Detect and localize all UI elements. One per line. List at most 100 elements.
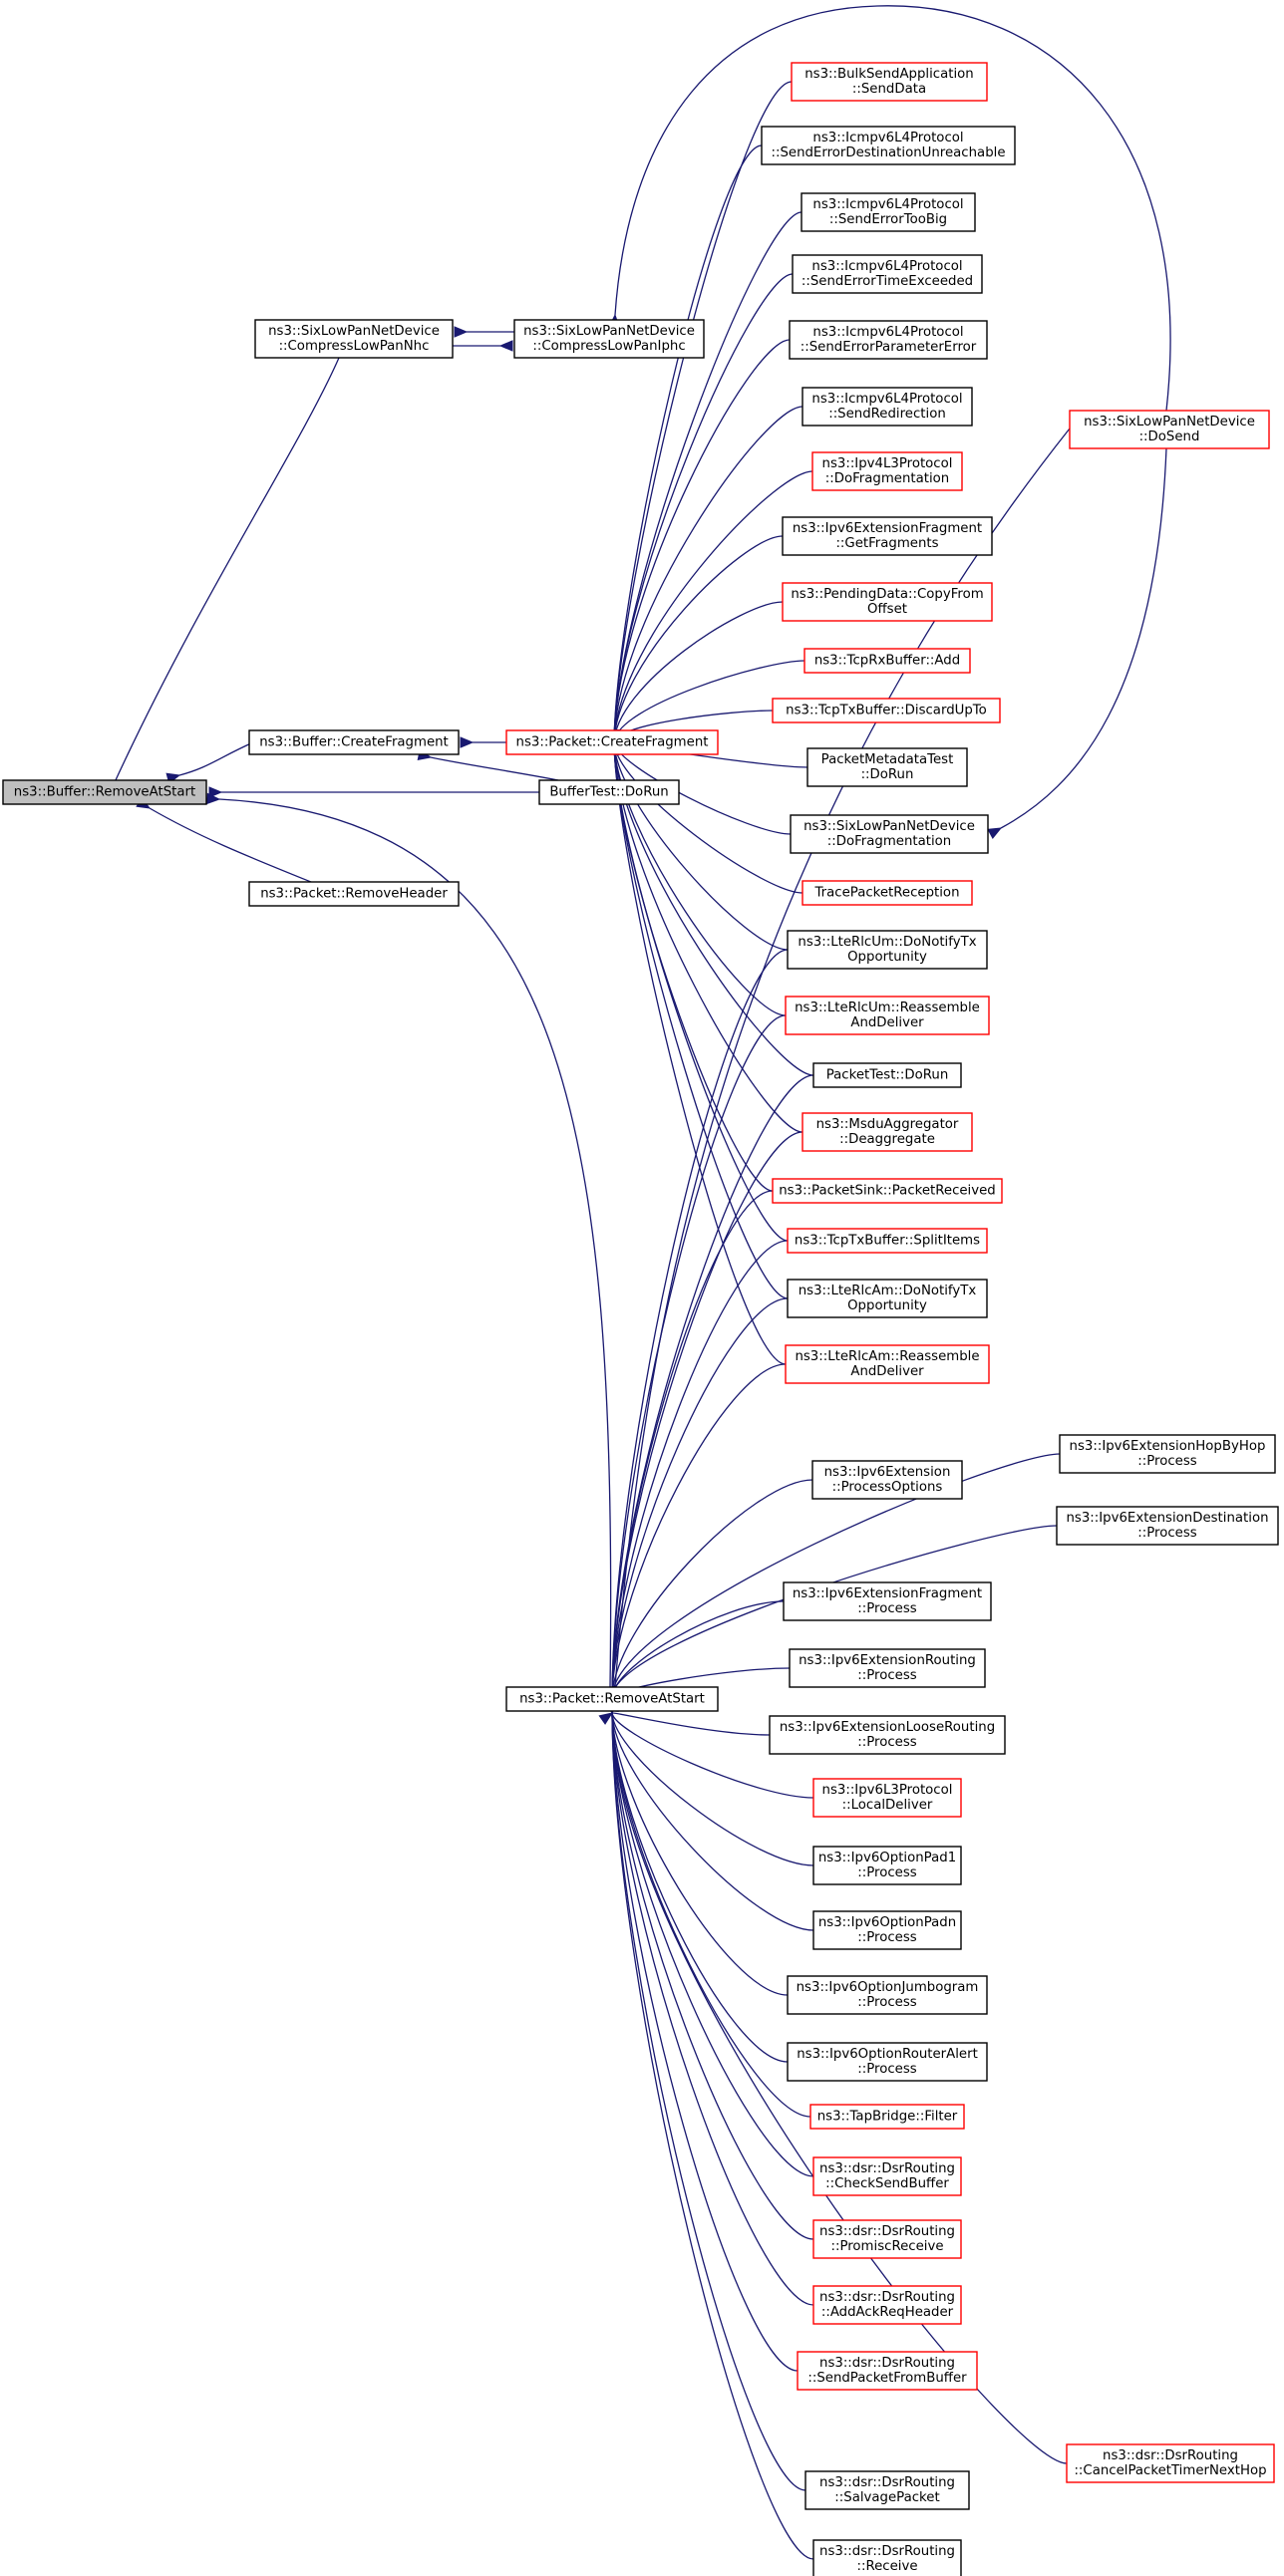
node-label: ns3::dsr::DsrRouting xyxy=(1103,2448,1238,2463)
node-box xyxy=(812,1846,962,1885)
node-buf-createfragment[interactable]: ns3::Buffer::CreateFragment xyxy=(248,729,460,755)
node-jumbo[interactable]: ns3::Ipv6OptionJumbogram::Process xyxy=(787,1975,988,2015)
node-tcprx-add[interactable]: ns3::TcpRxBuffer::Add xyxy=(803,648,971,674)
node-tapbridge[interactable]: ns3::TapBridge::Filter xyxy=(809,2104,965,2130)
node-icmp-toobig[interactable]: ns3::Icmpv6L4Protocol::SendErrorTooBig xyxy=(801,192,976,232)
node-routeralert[interactable]: ns3::Ipv6OptionRouterAlert::Process xyxy=(787,2042,988,2082)
node-label: ::SendErrorParameterError xyxy=(801,340,977,355)
node-dsr-addack[interactable]: ns3::dsr::DsrRouting::AddAckReqHeader xyxy=(812,2285,962,2325)
node-ipv6ext-hopbyhop[interactable]: ns3::Ipv6ExtensionHopByHop::Process xyxy=(1059,1434,1276,1474)
node-ipv6extrouting-proc[interactable]: ns3::Ipv6ExtensionRouting::Process xyxy=(789,1648,986,1688)
node-label: ns3::SixLowPanNetDevice xyxy=(268,324,440,339)
node-box xyxy=(789,320,988,360)
node-icmp-redir[interactable]: ns3::Icmpv6L4Protocol::SendRedirection xyxy=(802,387,973,427)
node-sixlow-dosend[interactable]: ns3::SixLowPanNetDevice::DoSend xyxy=(1069,410,1270,449)
edge-dsr_promisc-to-pkt-removeatstart xyxy=(612,1713,814,2240)
node-box xyxy=(783,1581,992,1621)
node-label: ns3::Packet::RemoveAtStart xyxy=(519,1692,705,1707)
edge-lterlcam_reasm-to-pkt-removeatstart xyxy=(612,1363,787,1697)
node-label: ::DoFragmentation xyxy=(827,834,951,849)
node-ipv4l3-frag[interactable]: ns3::Ipv4L3Protocol::DoFragmentation xyxy=(811,451,963,491)
edge-sixlow_nhc-to-buf_removeatstart xyxy=(115,357,340,782)
node-pktsink-recv[interactable]: ns3::PacketSink::PacketReceived xyxy=(772,1178,1003,1204)
node-label: ns3::PendingData::CopyFrom xyxy=(791,587,983,602)
node-label: ns3::Ipv4L3Protocol xyxy=(822,456,953,471)
node-box xyxy=(812,1910,962,1950)
node-label: TracePacketReception xyxy=(814,886,960,901)
node-pktmeta-dorun[interactable]: PacketMetadataTest::DoRun xyxy=(806,747,968,787)
node-sixlow-dofrag[interactable]: ns3::SixLowPanNetDevice::DoFragmentation xyxy=(790,814,989,854)
node-dsr-cancel[interactable]: ns3::dsr::DsrRouting::CancelPacketTimerN… xyxy=(1066,2443,1275,2483)
node-label: PacketTest::DoRun xyxy=(826,1068,949,1083)
node-icmp-unreach[interactable]: ns3::Icmpv6L4Protocol::SendErrorDestinat… xyxy=(761,126,1016,165)
edge-ipv6extfrag_proc-to-pkt-removeatstart xyxy=(612,1600,785,1697)
node-box xyxy=(812,1778,962,1818)
node-box xyxy=(802,1112,973,1152)
node-label: ::AddAckReqHeader xyxy=(821,2305,954,2320)
node-pkt-removeatstart[interactable]: ns3::Packet::RemoveAtStart xyxy=(505,1686,719,1712)
node-dsr-salvage[interactable]: ns3::dsr::DsrRouting::SalvagePacket xyxy=(804,2470,970,2510)
node-pkt-createfragment[interactable]: ns3::Packet::CreateFragment xyxy=(505,729,719,755)
node-ipv6ext-procopts[interactable]: ns3::Ipv6Extension::ProcessOptions xyxy=(811,1460,963,1500)
node-label: ns3::BulkSendApplication xyxy=(804,67,974,82)
node-label: ns3::Ipv6ExtensionRouting xyxy=(799,1653,976,1668)
node-box xyxy=(1069,410,1270,449)
node-label: ns3::Buffer::RemoveAtStart xyxy=(14,785,195,800)
node-pkttest-dorun[interactable]: PacketTest::DoRun xyxy=(812,1062,962,1088)
node-label: Opportunity xyxy=(847,950,927,965)
node-label: ns3::SixLowPanNetDevice xyxy=(1084,415,1255,429)
node-ipv6extloose-proc[interactable]: ns3::Ipv6ExtensionLooseRouting::Process xyxy=(769,1715,1006,1755)
node-box xyxy=(772,1178,1003,1204)
node-dsr-sendfrombuf[interactable]: ns3::dsr::DsrRouting::SendPacketFromBuff… xyxy=(797,2351,978,2391)
node-pkt-removeheader[interactable]: ns3::Packet::RemoveHeader xyxy=(248,881,460,907)
node-dsr-promisc[interactable]: ns3::dsr::DsrRouting::PromiscReceive xyxy=(812,2219,962,2259)
edge-sixlow-dosend-to-pkt-removeatstart xyxy=(614,428,1071,1699)
node-tcptx-discard[interactable]: ns3::TcpTxBuffer::DiscardUpTo xyxy=(772,698,1001,723)
node-label: ::SendData xyxy=(852,82,926,97)
node-box xyxy=(505,729,719,755)
node-label: BufferTest::DoRun xyxy=(549,785,668,800)
node-icmp-param[interactable]: ns3::Icmpv6L4Protocol::SendErrorParamete… xyxy=(789,320,988,360)
node-box xyxy=(792,254,983,294)
node-label: AndDeliver xyxy=(850,1364,924,1379)
edge-padn-to-pkt-removeatstart xyxy=(612,1713,814,1931)
node-box xyxy=(812,1062,962,1088)
node-label: ::SendPacketFromBuffer xyxy=(807,2371,967,2386)
node-msdu-deagg[interactable]: ns3::MsduAggregator::Deaggregate xyxy=(802,1112,973,1152)
node-box xyxy=(787,1279,988,1318)
node-box xyxy=(1059,1434,1276,1474)
node-dsr-receive[interactable]: ns3::dsr::DsrRouting::Receive xyxy=(812,2539,962,2576)
node-dsr-checksend[interactable]: ns3::dsr::DsrRouting::CheckSendBuffer xyxy=(812,2156,962,2196)
node-bulksend[interactable]: ns3::BulkSendApplication::SendData xyxy=(791,62,988,102)
node-sixlow-nhc[interactable]: ns3::SixLowPanNetDevice::CompressLowPanN… xyxy=(254,319,454,359)
node-icmp-time[interactable]: ns3::Icmpv6L4Protocol::SendErrorTimeExce… xyxy=(792,254,983,294)
node-ipv6l3-local[interactable]: ns3::Ipv6L3Protocol::LocalDeliver xyxy=(812,1778,962,1818)
edge-dsr_salvage-to-pkt-removeatstart xyxy=(612,1713,806,2491)
node-ipv6ext-dest[interactable]: ns3::Ipv6ExtensionDestination::Process xyxy=(1056,1506,1279,1546)
node-label: ns3::Ipv6ExtensionLooseRouting xyxy=(780,1720,995,1735)
node-pad1[interactable]: ns3::Ipv6OptionPad1::Process xyxy=(812,1846,962,1885)
node-label: AndDeliver xyxy=(850,1015,924,1030)
node-box xyxy=(812,2156,962,2196)
node-label: ns3::TcpTxBuffer::DiscardUpTo xyxy=(786,704,987,718)
node-tcptx-split[interactable]: ns3::TcpTxBuffer::SplitItems xyxy=(787,1228,988,1254)
node-label: ::DoFragmentation xyxy=(825,471,949,486)
node-padn[interactable]: ns3::Ipv6OptionPadn::Process xyxy=(812,1910,962,1950)
node-label: ns3::Icmpv6L4Protocol xyxy=(812,131,963,145)
edge-icmp_param-to-pkt-createfragment xyxy=(614,339,791,742)
node-label: ::SalvagePacket xyxy=(834,2490,939,2505)
node-box xyxy=(785,996,990,1035)
node-ipv6extfrag-get[interactable]: ns3::Ipv6ExtensionFragment::GetFragments xyxy=(782,516,993,556)
node-trace-pktrecv[interactable]: TracePacketReception xyxy=(802,880,973,906)
node-ipv6extfrag-proc[interactable]: ns3::Ipv6ExtensionFragment::Process xyxy=(783,1581,992,1621)
node-sixlow-iphc[interactable]: ns3::SixLowPanNetDevice::CompressLowPanI… xyxy=(513,319,705,359)
node-buffertest-dorun[interactable]: BufferTest::DoRun xyxy=(538,779,680,805)
node-box xyxy=(809,2104,965,2130)
node-label: ns3::Icmpv6L4Protocol xyxy=(811,259,962,274)
